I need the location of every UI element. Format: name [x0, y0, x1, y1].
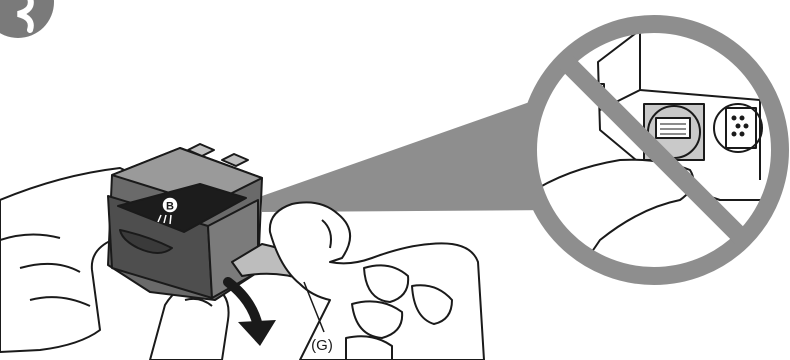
right-hand	[270, 202, 484, 360]
magnifier-wedge	[262, 92, 560, 212]
ink-cartridge	[108, 144, 262, 300]
cartridge-badge-letter: B	[166, 201, 174, 213]
magnified-view	[520, 20, 790, 290]
curved-arrow-down-icon	[228, 282, 276, 346]
step-badge	[0, 0, 54, 38]
callout-label-g: (G)	[311, 337, 333, 354]
